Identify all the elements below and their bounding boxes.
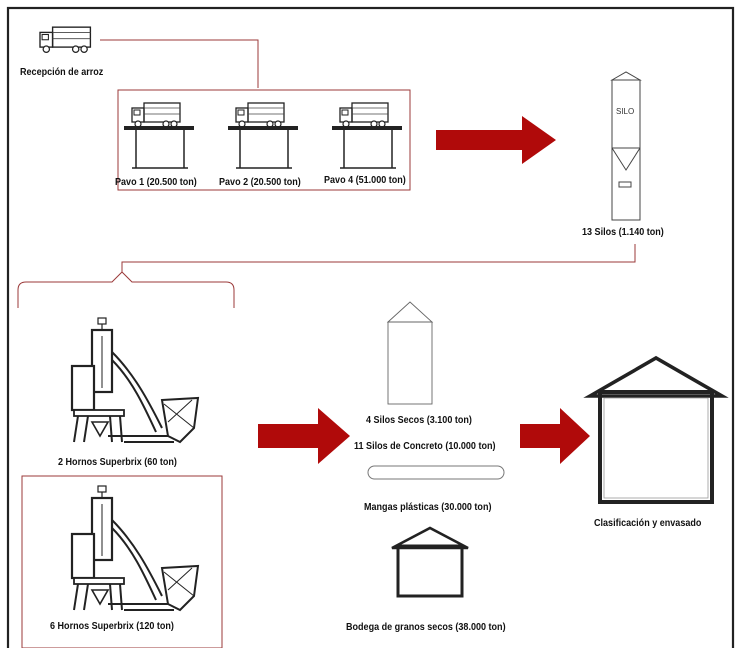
dry-silo-icon (386, 301, 434, 405)
furnace-icon (70, 484, 200, 612)
silos-concreto-label: 11 Silos de Concreto (10.000 ton) (354, 440, 496, 452)
truck-scale-icon (228, 102, 298, 169)
hornos-6-label: 6 Hornos Superbrix (120 ton) (50, 620, 174, 632)
silo-icon (610, 71, 642, 221)
truck-scale-icon (124, 102, 194, 169)
diagram-frame (6, 6, 735, 653)
truck-scale-icon (332, 102, 402, 169)
flow-arrow-icon (258, 408, 350, 464)
silos-secos-label: 4 Silos Secos (3.100 ton) (366, 414, 472, 426)
flow-arrow-icon (520, 408, 590, 464)
hornos-2-label: 2 Hornos Superbrix (60 ton) (58, 456, 177, 468)
silo-tag: SILO (616, 107, 634, 116)
furnace-icon (70, 316, 200, 444)
flow-arrow-icon (436, 116, 556, 164)
reception-label: Recepción de arroz (20, 66, 104, 78)
warehouse-icon (391, 526, 469, 598)
pavo-2-label: Pavo 2 (20.500 ton) (219, 176, 301, 188)
pavo-1-label: Pavo 1 (20.500 ton) (115, 176, 197, 188)
clasificacion-label: Clasificación y envasado (594, 517, 702, 529)
truck-icon (39, 26, 92, 54)
plastic-bag-icon (367, 465, 505, 480)
mangas-label: Mangas plásticas (30.000 ton) (364, 501, 492, 513)
bodega-label: Bodega de granos secos (38.000 ton) (346, 621, 506, 633)
silos-13-label: 13 Silos (1.140 ton) (582, 226, 664, 238)
house-icon (583, 355, 729, 504)
pavo-4-label: Pavo 4 (51.000 ton) (324, 174, 406, 186)
